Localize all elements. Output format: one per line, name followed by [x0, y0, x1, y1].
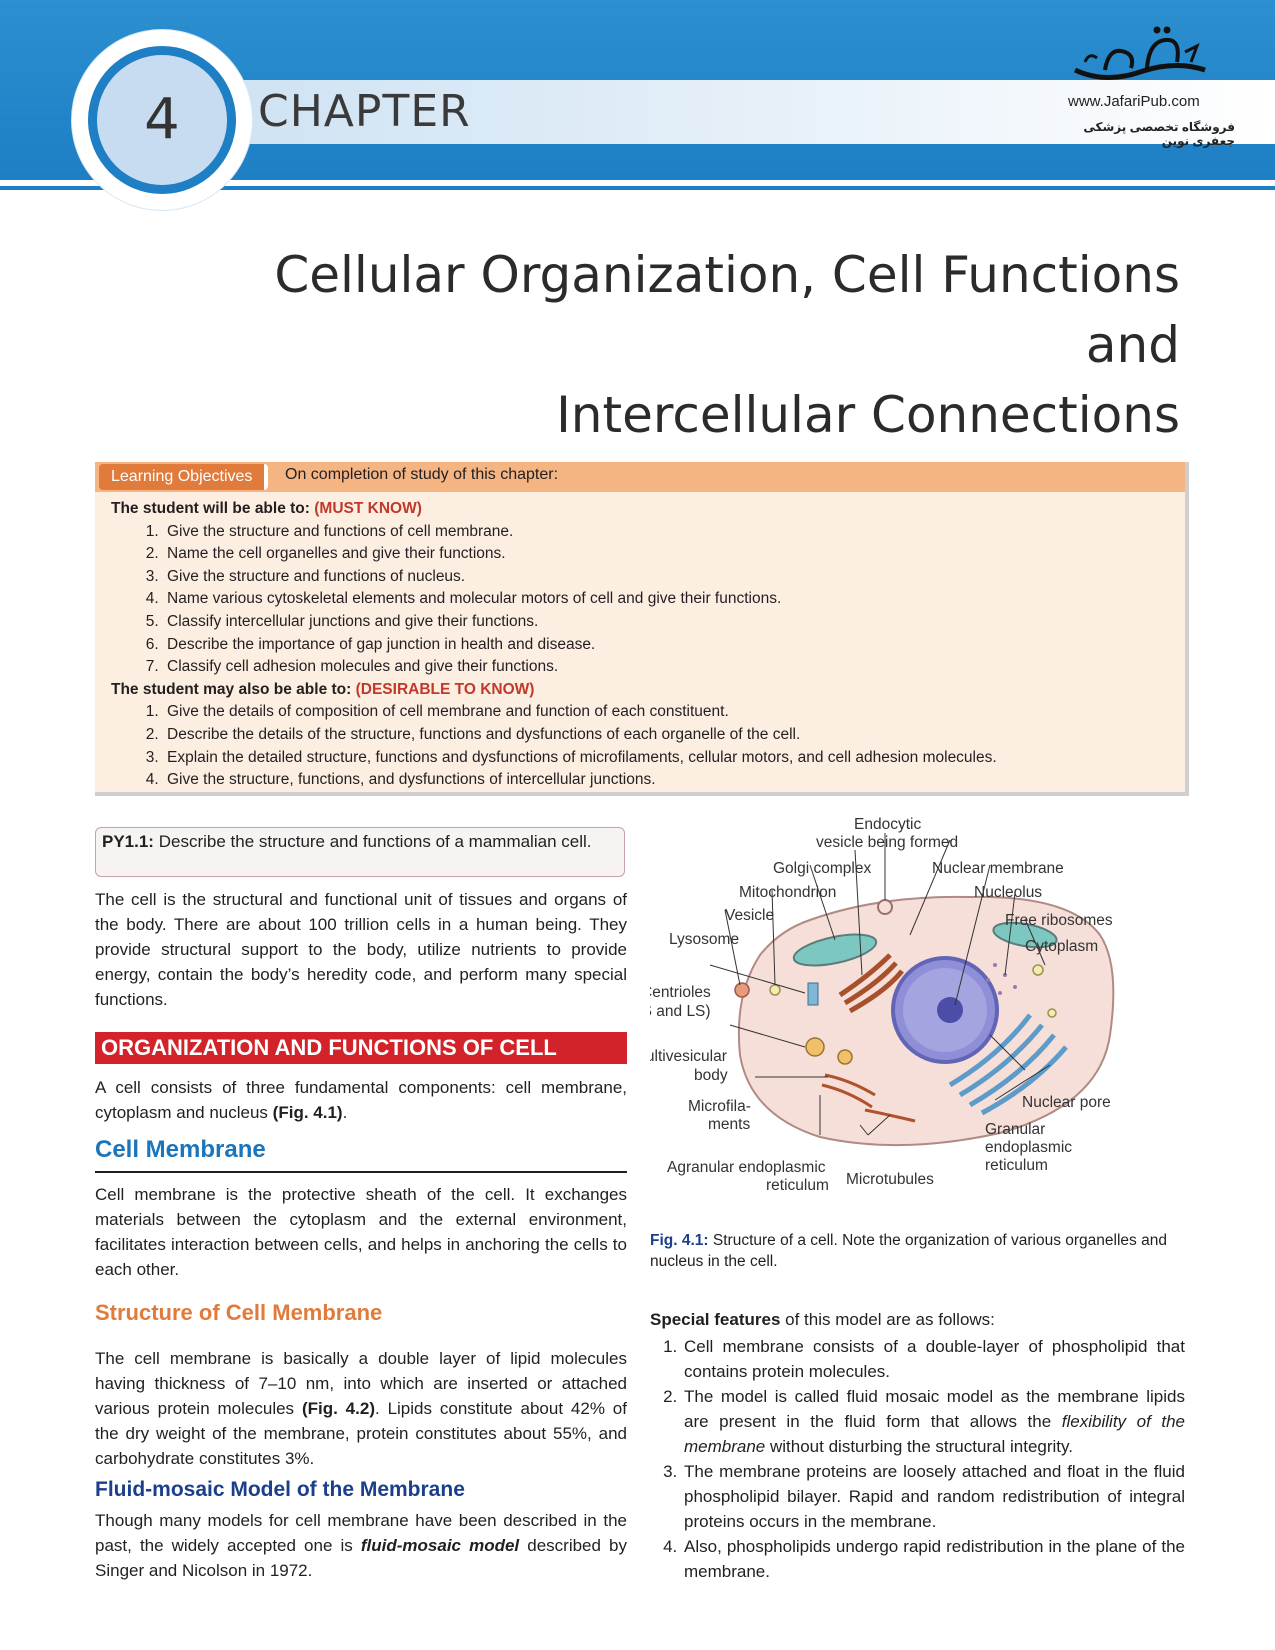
list-item: Give the details of composition of cell …: [163, 701, 997, 724]
list-item: The model is called fluid mosaic model a…: [682, 1384, 1185, 1459]
desirable-list: Give the details of composition of cell …: [111, 701, 997, 791]
list-item: Give the structure, functions, and dysfu…: [163, 769, 997, 792]
mitochondrion-1: [792, 933, 878, 967]
cytoplasm-vesicle-2: [1047, 1008, 1057, 1018]
label-lysosome: Lysosome: [669, 931, 739, 948]
cytoplasm-vesicle: [1032, 964, 1044, 976]
list-item: Explain the detailed structure, function…: [163, 747, 997, 770]
must-know-list: Give the structure and functions of cell…: [111, 521, 997, 679]
label-agranular-2: reticulum: [766, 1177, 829, 1194]
list-item: Classify cell adhesion molecules and giv…: [163, 656, 997, 679]
list-item: Give the structure and functions of cell…: [163, 521, 997, 544]
section-title: ORGANIZATION AND FUNCTIONS OF CELL: [95, 1032, 627, 1064]
nucleolus: [937, 997, 963, 1023]
figure-caption-text: Structure of a cell. Note the organizati…: [650, 1232, 1167, 1270]
intro-paragraph: The cell is the structural and functiona…: [95, 890, 627, 1009]
label-endocytic-1: Endocytic: [854, 816, 921, 833]
endocytic-vesicle: [877, 899, 893, 915]
label-microfila-2: ments: [708, 1116, 750, 1133]
cell-membrane-heading: Cell Membrane: [95, 1136, 266, 1163]
label-endocytic-2: vesicle being formed: [816, 834, 958, 851]
label-agranular-1: Agranular endoplasmic: [667, 1159, 826, 1176]
learning-objectives-tab: Learning Objectives: [99, 464, 269, 490]
label-nuclear-pore: Nuclear pore: [1022, 1094, 1111, 1111]
publisher-url: www.JafariPub.com: [1068, 93, 1200, 110]
learning-objectives-intro: On completion of study of this chapter:: [285, 466, 559, 483]
label-granular-3: reticulum: [985, 1157, 1048, 1174]
must-know-heading: The student will be able to: (MUST KNOW): [111, 500, 422, 517]
figure-caption: Fig. 4.1: Structure of a cell. Note the …: [650, 1230, 1185, 1272]
vesicle: [769, 984, 781, 996]
list-item: Name various cytoskeletal elements and m…: [163, 588, 997, 611]
special-features-list: Cell membrane consists of a double-layer…: [650, 1334, 1185, 1584]
granular-er: [948, 1013, 1068, 1116]
fluid-mosaic-paragraph: Though many models for cell membrane hav…: [95, 1511, 627, 1580]
label-centrioles-1: Centrioles: [650, 984, 711, 1001]
competency-text: Describe the structure and functions of …: [158, 832, 592, 851]
competency-id: PY1.1:: [102, 832, 154, 851]
organization-paragraph: A cell consists of three fundamental com…: [95, 1078, 627, 1122]
competency-box: PY1.1: Describe the structure and functi…: [95, 827, 625, 877]
desirable-heading: The student may also be able to: (DESIRA…: [111, 680, 535, 698]
structure-heading: Structure of Cell Membrane: [95, 1300, 383, 1325]
label-granular-2: endoplasmic: [985, 1139, 1072, 1156]
label-cytoplasm: Cytoplasm: [1025, 938, 1098, 955]
figure-id: Fig. 4.1:: [650, 1232, 709, 1249]
chapter-badge-inner: [97, 55, 227, 185]
list-item: Classify intercellular junctions and giv…: [163, 611, 997, 634]
chapter-strip: [230, 80, 1275, 144]
list-item: Give the structure and functions of nucl…: [163, 566, 997, 589]
centrioles: [807, 982, 819, 1006]
label-granular-1: Granular: [985, 1121, 1045, 1138]
learning-objectives-content: The student will be able to: (MUST KNOW)…: [111, 498, 997, 792]
golgi-complex: [838, 953, 904, 1014]
chapter-title-line-2: Intercellular Connections: [556, 386, 1180, 444]
label-multivesicular-1: Multivesicular: [650, 1048, 727, 1065]
multivesicular-body-2: [837, 1049, 853, 1065]
learning-objectives-header: Learning Objectives On completion of stu…: [95, 462, 1185, 492]
publisher-logo-icon: [1073, 26, 1206, 81]
label-multivesicular-2: body: [694, 1067, 728, 1084]
chapter-label: CHAPTER: [258, 86, 471, 137]
special-features-heading: Special features of this model are as fo…: [650, 1310, 995, 1329]
figure-reference: (Fig. 4.1): [272, 1103, 343, 1122]
label-golgi: Golgi complex: [773, 860, 871, 877]
label-free-ribosomes: Free ribosomes: [1005, 912, 1113, 929]
multivesicular-body: [805, 1037, 825, 1057]
label-vesicle: Vesicle: [725, 907, 774, 924]
figure-reference: (Fig. 4.2): [301, 1399, 375, 1418]
label-mitochondrion: Mitochondrion: [739, 884, 836, 901]
list-item: Also, phospholipids undergo rapid redist…: [682, 1534, 1185, 1584]
free-ribosomes: [986, 963, 1017, 995]
fluid-mosaic-heading: Fluid-mosaic Model of the Membrane: [95, 1478, 465, 1501]
learning-objectives-box: Learning Objectives On completion of stu…: [95, 462, 1189, 796]
list-item: The membrane proteins are loosely attach…: [682, 1459, 1185, 1534]
list-item: Cell membrane consists of a double-layer…: [682, 1334, 1185, 1384]
chapter-title: Cellular Organization, Cell Functions an…: [180, 240, 1180, 450]
lysosome: [734, 982, 750, 998]
label-centrioles-2: (TS and LS): [650, 1003, 711, 1020]
header-rule: [0, 186, 1275, 190]
publisher-tagline: فروشگاه تخصصی پزشکی جعفری نوین: [1083, 120, 1235, 148]
label-nucleolus: Nucleolus: [974, 884, 1042, 901]
cell-structure-figure: Endocytic vesicle being formed Golgi com…: [650, 816, 1115, 1194]
cell-membrane-paragraph: Cell membrane is the protective sheath o…: [95, 1185, 627, 1279]
list-item: Describe the details of the structure, f…: [163, 724, 997, 747]
label-nuclear-membrane: Nuclear membrane: [932, 860, 1064, 877]
list-item: Name the cell organelles and give their …: [163, 543, 997, 566]
structure-paragraph: The cell membrane is basically a double …: [95, 1349, 627, 1468]
label-microtubules: Microtubules: [846, 1171, 934, 1188]
chapter-title-line-1: Cellular Organization, Cell Functions an…: [274, 246, 1180, 374]
heading-rule: [95, 1171, 627, 1173]
chapter-number: 4: [144, 87, 180, 152]
list-item: Describe the importance of gap junction …: [163, 634, 997, 657]
label-microfila-1: Microfila-: [688, 1098, 751, 1115]
